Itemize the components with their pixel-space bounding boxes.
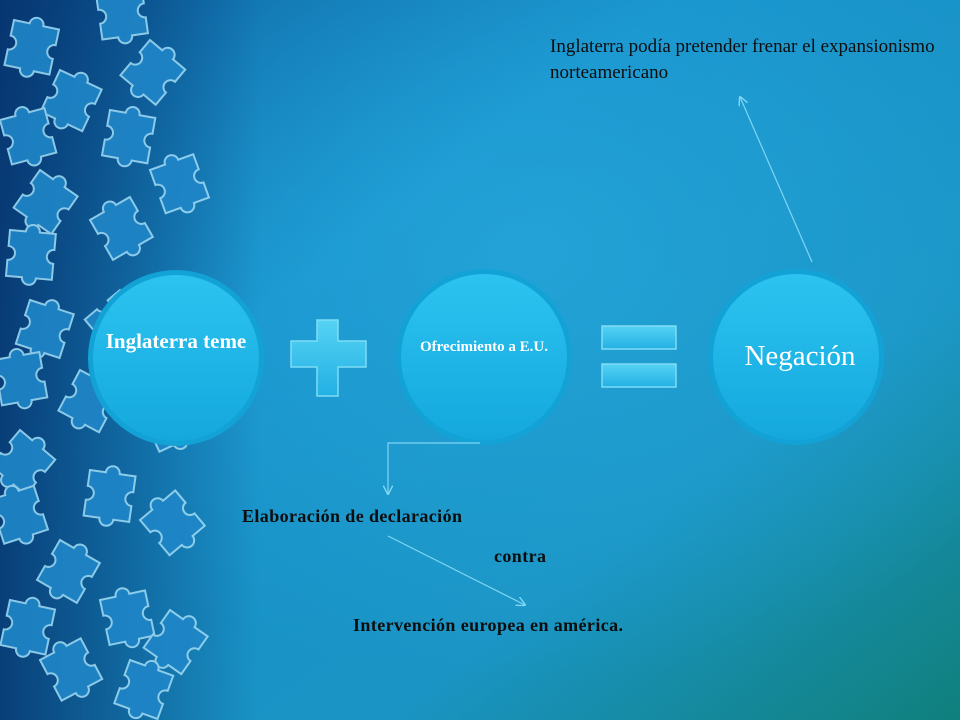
circle-inglaterra-teme: [88, 270, 264, 446]
arrow-to-intervention: [387, 535, 525, 605]
label-negacion: Negación: [744, 340, 856, 372]
text-elaboracion: Elaboración de declaración: [242, 506, 463, 526]
circle-ofrecimiento: [396, 269, 572, 445]
label-ofrecimiento: Ofrecimiento a E.U.: [419, 339, 549, 355]
plus-sign: [290, 319, 367, 397]
text-contra: contra: [494, 546, 547, 566]
annotation-top: Inglaterra podía pretender frenar el exp…: [550, 36, 935, 83]
circle-negacion: [708, 269, 884, 445]
equals-sign: [601, 325, 677, 388]
arrow-to-annotation: [740, 97, 813, 263]
arrow-to-declaration: [388, 442, 480, 494]
text-intervencion: Intervención europea en américa.: [353, 615, 624, 635]
label-inglaterra-teme: Inglaterra teme: [105, 329, 247, 353]
